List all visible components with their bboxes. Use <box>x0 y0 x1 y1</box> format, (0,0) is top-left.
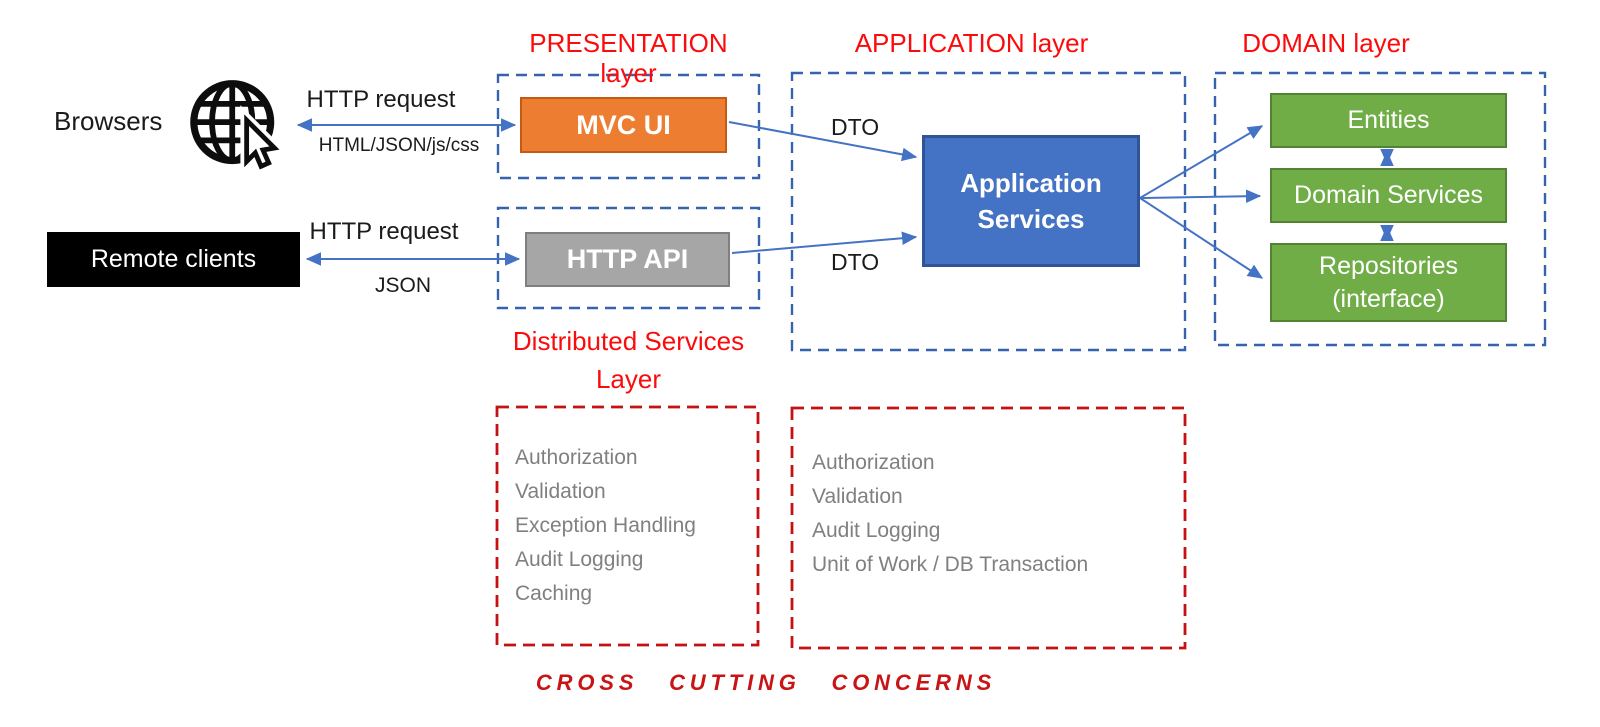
concern-item: Unit of Work / DB Transaction <box>812 553 1089 576</box>
application-concerns-list: Authorization Validation Audit Logging U… <box>812 446 1088 582</box>
distributed-services-layer-line1: Distributed Services <box>512 326 745 356</box>
concern-item: Caching <box>515 582 593 605</box>
mvc-ui-node: MVC UI <box>520 97 727 153</box>
client-response-label: JSON <box>374 274 431 297</box>
concern-item: Audit Logging <box>515 548 644 571</box>
domain-services-label: Domain Services <box>1294 181 1483 209</box>
concern-item: Audit Logging <box>812 519 941 542</box>
distributed-concerns-frame <box>495 405 760 647</box>
arrow-api-to-appservices <box>731 231 918 254</box>
distributed-services-layer-title: Distributed Services Layer <box>498 322 759 398</box>
client-request-label: HTTP request <box>309 218 459 245</box>
concern-item: Validation <box>515 480 606 503</box>
domain-layer-frame <box>1213 71 1547 347</box>
arrow-appservices-to-domainservices <box>1139 189 1262 204</box>
application-layer-frame <box>790 71 1187 352</box>
application-concerns-frame <box>790 406 1187 650</box>
dto-top-label: DTO <box>831 114 880 140</box>
distributed-concerns-list: Authorization Validation Exception Handl… <box>515 441 696 611</box>
arrow-mvc-to-appservices <box>728 121 918 162</box>
repositories-label-line2: (interface) <box>1332 284 1445 313</box>
browsers-label: Browsers <box>54 106 163 136</box>
dto-bottom-label: DTO <box>831 249 880 275</box>
arrow-appservices-to-entities <box>1139 125 1264 199</box>
application-services-node: Application Services <box>922 135 1140 267</box>
mvc-ui-label: MVC UI <box>576 109 671 140</box>
browser-request-label: HTTP request <box>306 86 456 113</box>
application-services-label-line1: Application <box>960 168 1102 198</box>
concern-item: Validation <box>812 485 903 508</box>
distributed-services-layer-line2: Layer <box>595 364 662 394</box>
domain-layer-title: DOMAIN layer <box>1242 28 1410 58</box>
concern-item: Exception Handling <box>515 514 696 537</box>
browser-response-label: HTML/JSON/js/css <box>318 135 480 156</box>
http-api-node: HTTP API <box>525 232 730 287</box>
remote-clients-node: Remote clients <box>47 232 300 287</box>
globe-cursor-icon <box>190 80 286 174</box>
concern-item: Authorization <box>812 451 935 474</box>
presentation-layer-title: PRESENTATION layer <box>529 28 728 88</box>
domain-services-node: Domain Services <box>1270 168 1507 223</box>
concern-item: Authorization <box>515 446 638 469</box>
arrow-appservices-to-repositories <box>1139 197 1264 279</box>
application-services-label-line2: Services <box>977 204 1085 234</box>
http-api-label: HTTP API <box>566 244 689 274</box>
application-layer-title: APPLICATION layer <box>854 28 1089 58</box>
repositories-label-line1: Repositories <box>1319 251 1458 280</box>
remote-clients-label: Remote clients <box>90 245 257 273</box>
cross-cutting-concerns-title: CROSS CUTTING CONCERNS <box>535 670 997 695</box>
entities-label: Entities <box>1347 106 1430 134</box>
repositories-node: Repositories (interface) <box>1270 243 1507 322</box>
entities-node: Entities <box>1270 93 1507 148</box>
